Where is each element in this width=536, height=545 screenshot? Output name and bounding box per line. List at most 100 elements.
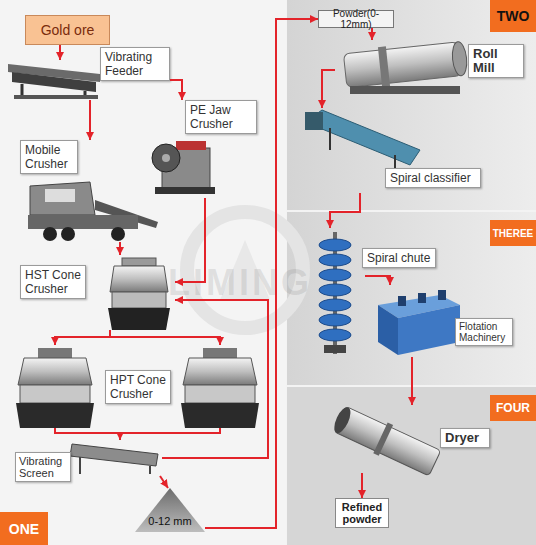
spiral-chute xyxy=(324,345,346,353)
flotation-machine: Flotation Machinery xyxy=(375,285,510,357)
mobile-crusher xyxy=(43,227,57,241)
stage-tag: THEREE xyxy=(490,220,536,246)
vibrating-feeder xyxy=(14,95,98,99)
roll-mill xyxy=(350,86,460,94)
cone-crusher xyxy=(108,308,170,330)
cone-crusher xyxy=(122,258,156,266)
cone-crusher xyxy=(38,348,72,358)
flotation-machine xyxy=(438,290,446,300)
flow-arrow xyxy=(170,80,182,100)
jaw-crusher xyxy=(152,144,180,172)
flow-arrow xyxy=(55,330,110,345)
flow-arrow xyxy=(89,100,91,140)
spiral-classifier xyxy=(305,110,420,168)
stage-tag: ONE xyxy=(0,512,48,545)
flow-arrow xyxy=(119,242,121,255)
flow-arrow xyxy=(365,276,390,285)
vibrating-feeder xyxy=(8,64,100,99)
powder-box: Powder(0-12mm) xyxy=(318,10,394,28)
flotation-machine xyxy=(398,305,460,355)
machine-label: Vibrating Feeder xyxy=(100,47,170,81)
cone-crusher xyxy=(181,403,259,428)
flow-arrow xyxy=(411,357,413,405)
crusher-machine: Mobile Crusher xyxy=(18,140,163,242)
flow-branch xyxy=(120,428,220,433)
mobile-crusher xyxy=(61,227,75,241)
rotary-dryer xyxy=(330,402,442,478)
crusher-machine: PE Jaw Crusher xyxy=(150,100,258,198)
roll-mill xyxy=(343,38,469,94)
flotation-machine xyxy=(378,290,460,355)
spiral-classifier xyxy=(394,155,396,168)
flow-arrow xyxy=(205,19,318,528)
machine-label: Dryer xyxy=(440,428,490,448)
stage-tag: FOUR xyxy=(490,395,536,421)
spiral-chute xyxy=(319,284,351,296)
chute-machine: Spiral chute xyxy=(310,228,365,358)
cone-crusher xyxy=(203,348,237,358)
panel-background xyxy=(0,0,286,545)
flow-arrow xyxy=(160,476,168,488)
output-box: Refined powder xyxy=(335,498,389,528)
classifier-machine: Spiral classifier xyxy=(300,108,475,193)
mobile-crusher xyxy=(111,227,125,241)
flow-arrow xyxy=(175,198,205,282)
tag-text: THEREE xyxy=(491,228,536,239)
spiral-classifier xyxy=(305,112,323,130)
machine-label: Spiral classifier xyxy=(385,168,481,188)
machine-label: HST Cone Crusher xyxy=(20,265,86,299)
machine-label: PE Jaw Crusher xyxy=(185,100,257,134)
vibrating-screen xyxy=(70,444,158,466)
mobile-crusher xyxy=(45,189,75,202)
cone-crusher xyxy=(112,292,166,308)
ore-input-box: Gold ore xyxy=(25,15,110,45)
mobile-crusher xyxy=(30,182,95,215)
flow-branch xyxy=(110,337,220,433)
flow-arrow xyxy=(55,428,120,440)
box-text: Refined powder xyxy=(336,501,388,525)
panel-background xyxy=(287,212,536,385)
logo-watermark xyxy=(187,212,303,328)
flow-arrow xyxy=(162,300,268,458)
spiral-chute xyxy=(319,299,351,311)
roll-mill xyxy=(378,46,390,87)
cone-crusher xyxy=(110,266,168,292)
screen-machine: Vibrating Screen xyxy=(12,440,162,476)
flotation-machine xyxy=(418,293,426,303)
cone-crusher xyxy=(20,385,90,403)
jaw-crusher xyxy=(176,141,206,150)
roll-mill xyxy=(343,38,469,91)
spiral-chute xyxy=(319,239,351,251)
cone-crusher xyxy=(185,385,255,403)
machine-label: Spiral chute xyxy=(362,248,436,268)
stage-tag: TWO xyxy=(490,0,536,32)
machine-label: Flotation Machinery xyxy=(455,318,513,346)
triangle-shape xyxy=(135,488,205,532)
jaw-crusher xyxy=(152,141,215,194)
flotation-machine xyxy=(398,296,406,306)
tag-text: FOUR xyxy=(494,401,532,415)
cone-crusher xyxy=(16,348,94,428)
mobile-crusher xyxy=(28,215,138,229)
crusher-machine: HST Cone Crusher xyxy=(18,255,175,330)
cone-crusher xyxy=(18,358,92,385)
watermark-text: LIMING xyxy=(168,262,312,304)
vibrating-screen xyxy=(70,444,158,474)
spiral-chute xyxy=(319,314,351,326)
cone-crusher xyxy=(16,403,94,428)
logo-watermark xyxy=(220,240,270,300)
vibrating-screen xyxy=(149,466,151,474)
product-triangle: 0-12 mm xyxy=(135,488,205,532)
rotary-dryer xyxy=(330,402,442,478)
cone-crusher xyxy=(108,258,170,330)
tag-text: TWO xyxy=(495,8,532,24)
triangle-text: 0-12 mm xyxy=(135,515,205,527)
crusher-machine: HPT Cone Crusher xyxy=(12,345,264,428)
box-text: Powder(0-12mm) xyxy=(319,8,393,30)
flow-arrow xyxy=(361,473,363,498)
flow-arrow xyxy=(371,28,373,40)
spiral-classifier xyxy=(329,128,331,150)
